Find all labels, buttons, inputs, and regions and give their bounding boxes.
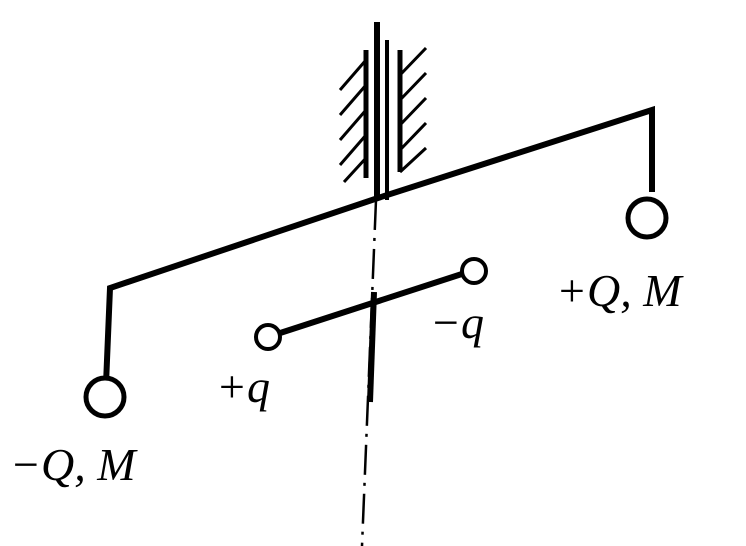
small-ball-left bbox=[254, 323, 282, 351]
label-plus-Q-M: +Q, M bbox=[556, 265, 684, 316]
left-hatched-support bbox=[338, 50, 369, 184]
label-plus-q: +q bbox=[216, 361, 270, 412]
suspension-fiber bbox=[374, 22, 389, 200]
mass-ball-right bbox=[625, 196, 669, 240]
upper-crossbar bbox=[103, 105, 655, 385]
lower-axis-segment bbox=[367, 291, 377, 403]
lower-rod bbox=[273, 269, 469, 338]
mass-ball-left bbox=[83, 375, 127, 419]
label-minus-q: −q bbox=[430, 297, 484, 348]
small-ball-right bbox=[460, 257, 488, 285]
right-hatched-support bbox=[397, 46, 428, 174]
label-minus-Q-M: −Q, M bbox=[10, 439, 138, 490]
